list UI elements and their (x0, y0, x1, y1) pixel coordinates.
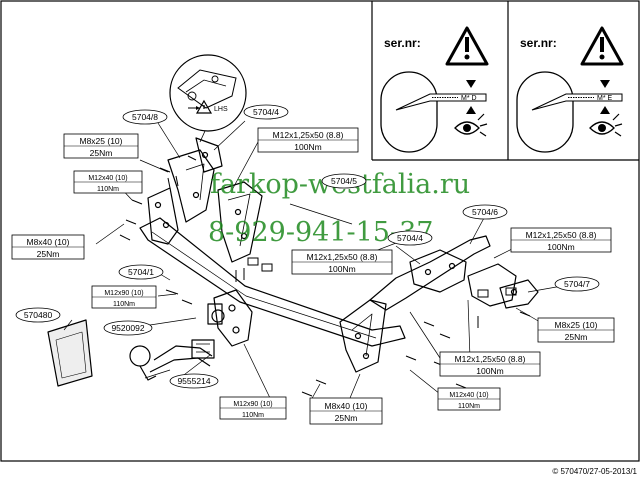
svg-text:M8x40 (10): M8x40 (10) (325, 401, 368, 411)
frame-border (0, 0, 640, 462)
right-side-bracket (339, 299, 387, 373)
svg-text:110Nm: 110Nm (242, 412, 264, 419)
small-warning-icon (195, 99, 213, 114)
part-tag-5704-4-top: 5704/4 (243, 104, 289, 120)
left-end-plate (147, 187, 179, 245)
svg-text:25Nm: 25Nm (37, 249, 60, 259)
ser-nr-label-2: ser.nr: (520, 36, 557, 50)
svg-text:5704/6: 5704/6 (472, 207, 498, 217)
svg-text:M8x25 (10): M8x25 (10) (80, 136, 123, 146)
bolt-spec-m8x40-bottom: M8x40 (10) 25Nm (309, 397, 383, 425)
svg-text:100Nm: 100Nm (547, 242, 574, 252)
svg-text:M12x1,25x50 (8.8): M12x1,25x50 (8.8) (307, 252, 378, 262)
bumper-cover-plate (47, 319, 93, 387)
bolt-spec-m12x1-top: M12x1,25x50 (8.8) 100Nm (257, 127, 359, 153)
svg-text:100Nm: 100Nm (328, 264, 355, 274)
svg-text:M12x40 (10): M12x40 (10) (88, 175, 127, 182)
part-tag-9555214: 9555214 (169, 373, 219, 389)
fasteners (119, 155, 531, 397)
socket-mount-plate (213, 289, 253, 347)
warning-panel-2: ser.nr: M* E (507, 1, 624, 160)
svg-text:25Nm: 25Nm (565, 332, 588, 342)
part-tag-5704-4-middle: 5704/4 (387, 230, 433, 246)
bolt-spec-m12x1-right: M12x1,25x50 (8.8) 100Nm (510, 227, 612, 253)
svg-text:5704/4: 5704/4 (397, 233, 423, 243)
bolt-spec-m12x40-left: M12x40 (10) 110Nm (73, 170, 143, 194)
warning-triangle-icon (445, 26, 489, 66)
vin-plate-oval (380, 71, 438, 153)
eye-icon (454, 113, 488, 137)
svg-text:100Nm: 100Nm (294, 142, 321, 152)
part-tag-570480: 570480 (15, 307, 61, 323)
left-side-bracket (167, 149, 215, 223)
lhs-detail-inset: LHS (169, 54, 247, 143)
svg-text:5704/5: 5704/5 (331, 176, 357, 186)
bolt-spec-m12x1-bottom: M12x1,25x50 (8.8) 100Nm (439, 351, 541, 377)
bolt-spec-m12x90-bottom: M12x90 (10) 110Nm (219, 396, 287, 420)
bolt-spec-m12x40-bottom: M12x40 (10) 110Nm (437, 387, 501, 411)
svg-text:5704/8: 5704/8 (132, 112, 158, 122)
svg-text:9555214: 9555214 (177, 376, 210, 386)
svg-text:M12x1,25x50 (8.8): M12x1,25x50 (8.8) (455, 354, 526, 364)
svg-text:25Nm: 25Nm (90, 148, 113, 158)
vin-plate-oval (516, 71, 574, 153)
svg-text:5704/4: 5704/4 (253, 107, 279, 117)
lhs-label: LHS (214, 106, 228, 113)
part-tag-9520092: 9520092 (103, 320, 153, 336)
plate-code-2: M* E (597, 95, 613, 102)
svg-text:110Nm: 110Nm (458, 403, 480, 410)
leader-lines (63, 120, 563, 403)
bolt-spec-m8x25-right: M8x25 (10) 25Nm (537, 317, 615, 343)
rear-bracket (499, 279, 539, 309)
bolt-spec-m8x40-left: M8x40 (10) 25Nm (11, 234, 85, 260)
svg-text:570480: 570480 (24, 310, 53, 320)
electrical-socket (191, 339, 215, 359)
tow-ball (129, 345, 151, 367)
towbar-assembly (47, 137, 539, 387)
svg-text:100Nm: 100Nm (476, 366, 503, 376)
svg-text:M12x1,25x50 (8.8): M12x1,25x50 (8.8) (273, 130, 344, 140)
part-tag-5704-6: 5704/6 (462, 204, 508, 220)
warning-panel-1: ser.nr: M* D (371, 1, 639, 161)
svg-text:9520092: 9520092 (111, 323, 144, 333)
svg-text:M8x25 (10): M8x25 (10) (555, 320, 598, 330)
crossbeam (139, 217, 406, 347)
svg-text:M12x1,25x50 (8.8): M12x1,25x50 (8.8) (526, 230, 597, 240)
svg-text:5704/7: 5704/7 (564, 279, 590, 289)
warning-triangle-icon (580, 26, 624, 66)
svg-text:110Nm: 110Nm (113, 301, 135, 308)
eye-icon (589, 113, 623, 137)
part-tag-5704-5: 5704/5 (321, 173, 367, 189)
ser-nr-label-1: ser.nr: (384, 36, 421, 50)
footer-code: © 570470/27-05-2013/1 (552, 467, 637, 476)
plate-code-1: M* D (461, 95, 477, 102)
svg-text:5704/1: 5704/1 (128, 267, 154, 277)
bolt-spec-m12x1-middle: M12x1,25x50 (8.8) 100Nm (291, 249, 393, 275)
part-tag-5704-8: 5704/8 (122, 109, 168, 125)
socket-plate-part (211, 309, 225, 323)
bolt-spec-m8x25-top: M8x25 (10) 25Nm (63, 133, 139, 159)
part-tag-5704-7: 5704/7 (554, 276, 600, 292)
part-tag-5704-1: 5704/1 (118, 264, 164, 280)
svg-text:M12x90 (10): M12x90 (10) (104, 290, 143, 297)
bolt-spec-m12x90-left: M12x90 (10) 110Nm (91, 285, 157, 309)
svg-text:M8x40 (10): M8x40 (10) (27, 237, 70, 247)
svg-text:M12x90 (10): M12x90 (10) (233, 401, 272, 408)
svg-text:25Nm: 25Nm (335, 413, 358, 423)
svg-text:M12x40 (10): M12x40 (10) (449, 392, 488, 399)
svg-text:110Nm: 110Nm (97, 186, 119, 193)
